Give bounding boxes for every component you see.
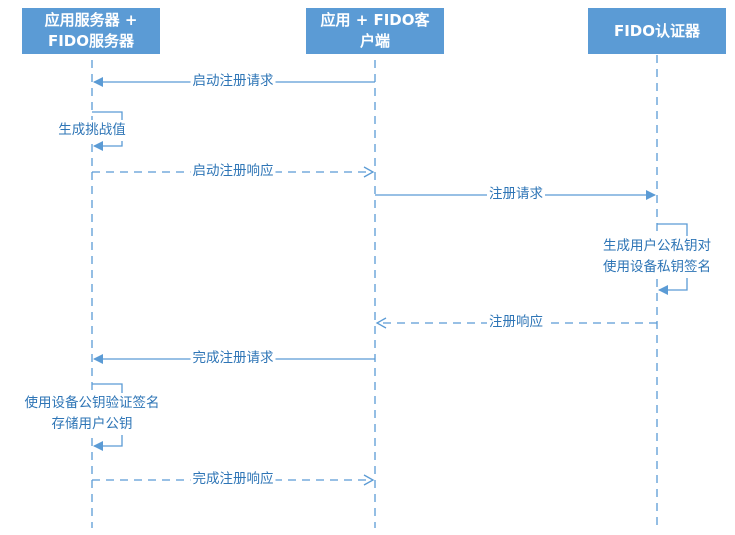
message-label: 注册响应 [487, 313, 545, 332]
actor-line: 应用服务器 + [44, 11, 138, 29]
message-label: 启动注册响应 [190, 162, 276, 181]
actor-line: 户端 [359, 32, 390, 50]
note-line: 生成挑战值 [58, 122, 126, 138]
message-label: 注册请求 [487, 185, 545, 204]
self-message-note: 生成挑战值 [58, 120, 126, 141]
actor-fido-authenticator: FIDO认证器 [588, 8, 726, 54]
note-line: 存储用户公钥 [51, 416, 133, 432]
note-line: 使用设备公钥验证签名 [24, 395, 160, 411]
actor-fido-server: 应用服务器 + FIDO服务器 [22, 8, 160, 54]
actor-line: 应用 + FIDO客 [320, 11, 430, 29]
note-line: 使用设备私钥签名 [603, 259, 711, 275]
actor-fido-client: 应用 + FIDO客 户端 [306, 8, 444, 54]
message-label: 完成注册请求 [190, 349, 276, 368]
note-line: 生成用户公私钥对 [603, 238, 711, 254]
self-message-note: 生成用户公私钥对 使用设备私钥签名 [603, 236, 711, 278]
actor-line: FIDO服务器 [47, 32, 135, 50]
actor-line: FIDO认证器 [613, 21, 701, 40]
message-label: 启动注册请求 [190, 72, 276, 91]
message-label: 完成注册响应 [190, 470, 276, 489]
self-message-note: 使用设备公钥验证签名 存储用户公钥 [24, 393, 160, 435]
